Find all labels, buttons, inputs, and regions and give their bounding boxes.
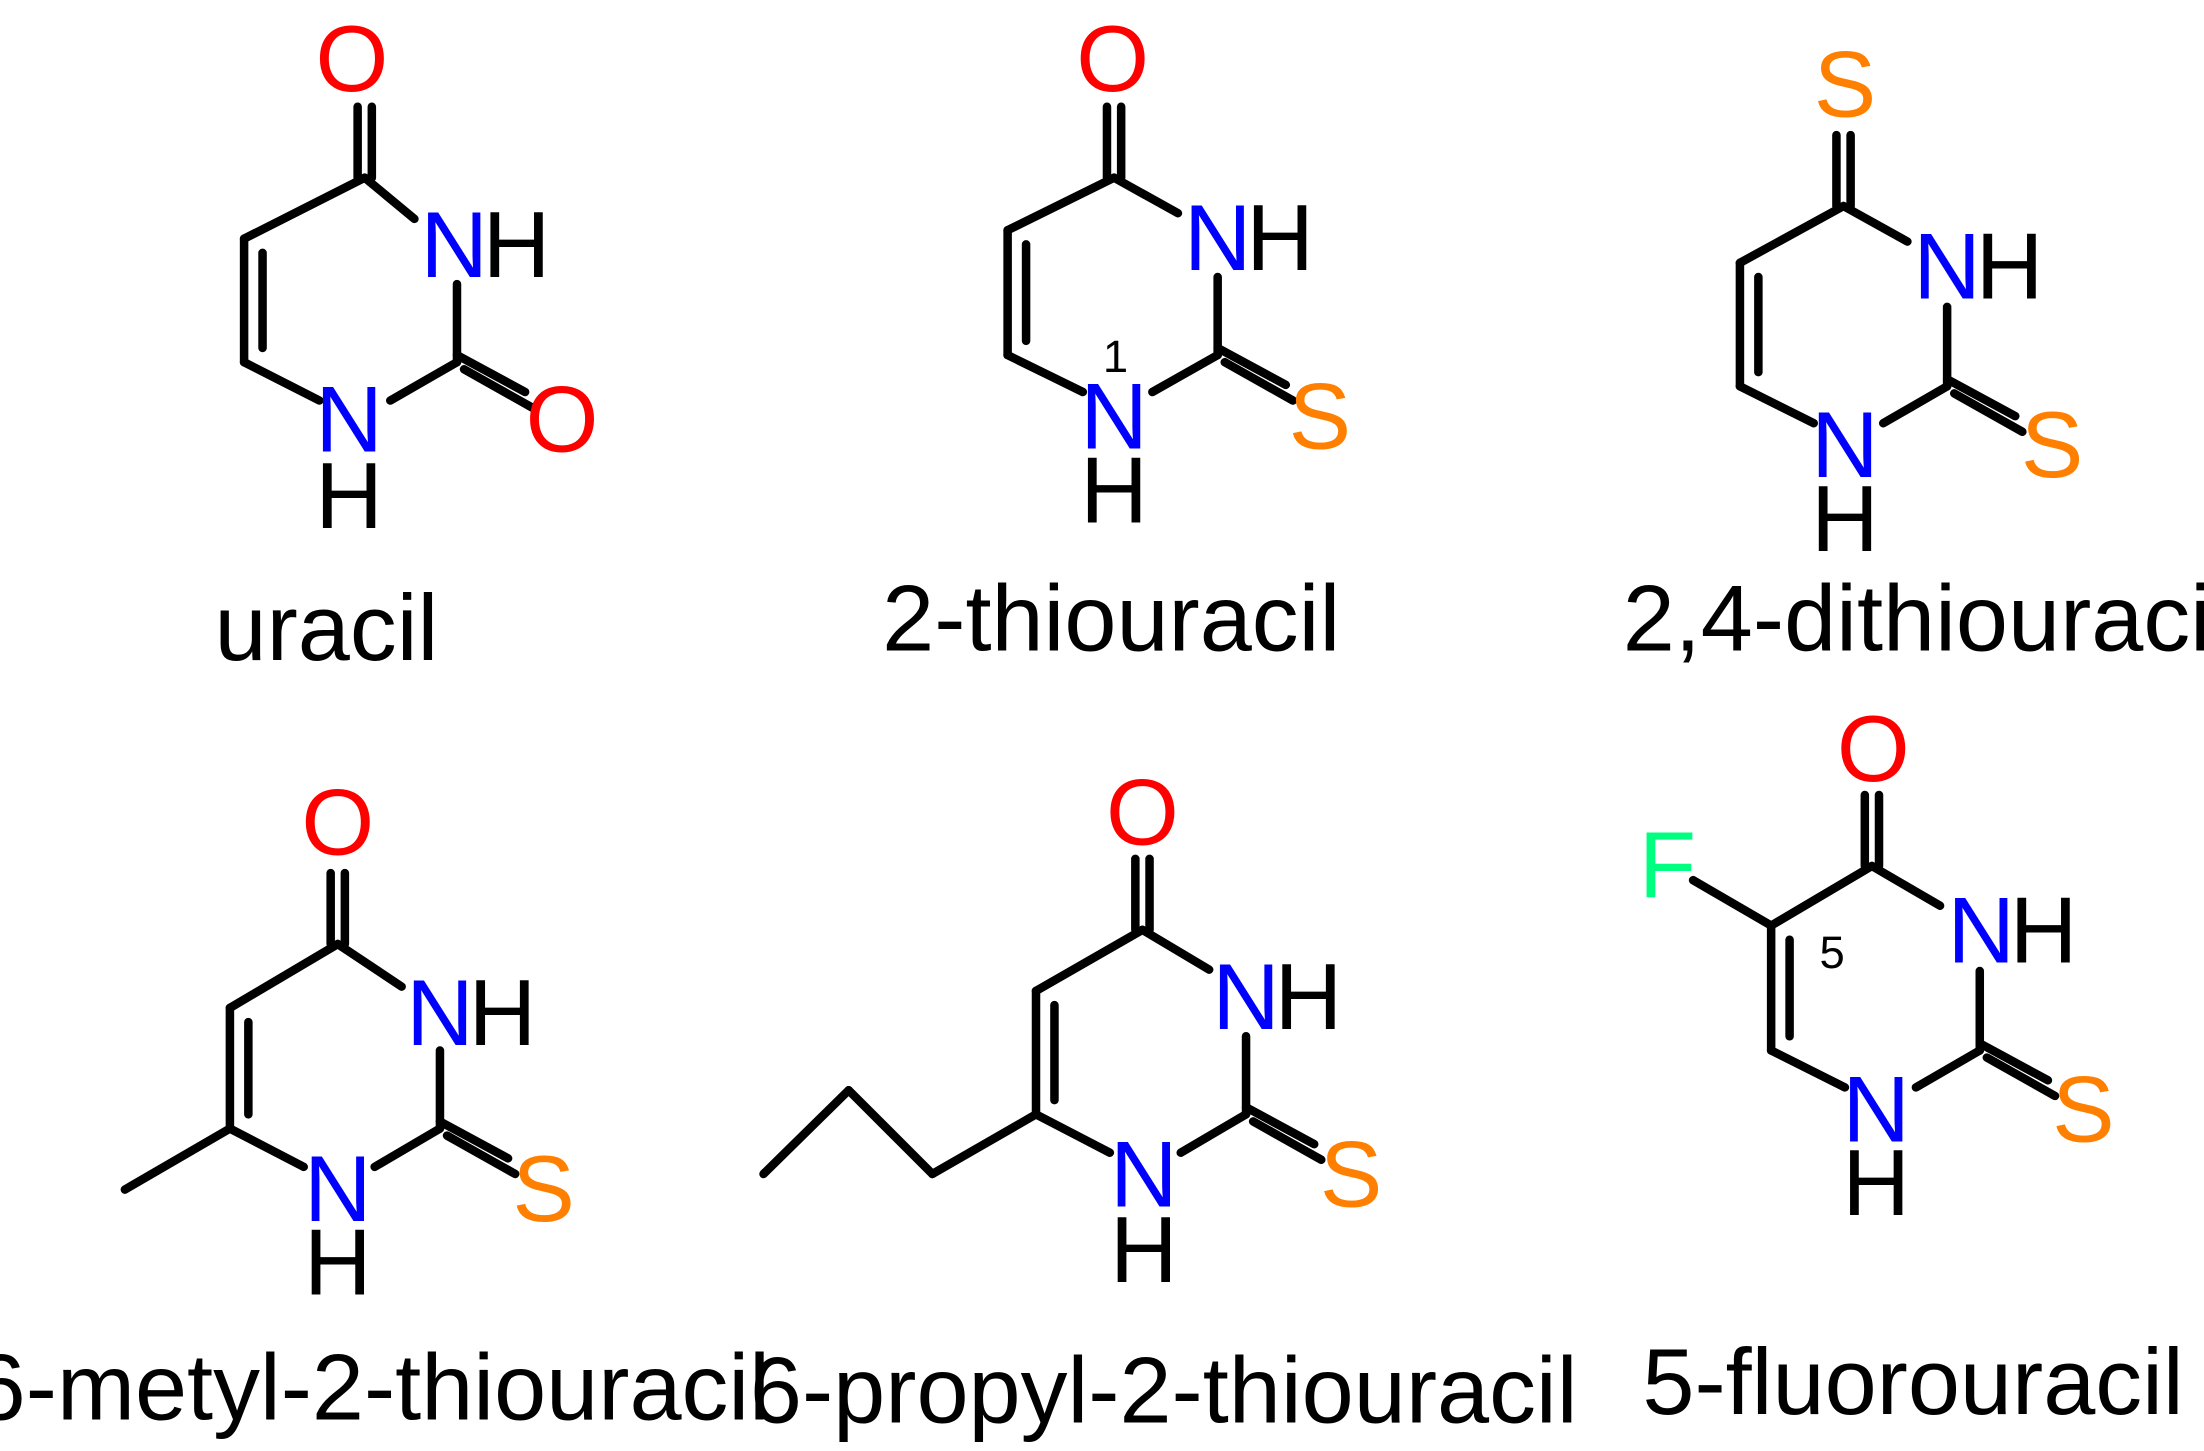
atom-h-2-4-dithiouracil-3: H <box>1976 213 2044 318</box>
atom-o-6-metyl-2-thiouracil-4: O <box>301 770 374 875</box>
atom-o-uracil-4: O <box>316 6 389 111</box>
label-6-metyl-2-thiouracil: 6-metyl-2-thiouracil <box>0 1334 770 1439</box>
molecule-2-4-dithiouracil <box>1735 130 2027 436</box>
atom-f-5-fluorouracil-5: F <box>1639 812 1696 917</box>
atom-h-6-metyl-2-thiouracil-3: H <box>469 960 537 1065</box>
label-6-propyl-2-thiouracil: 6-propyl-2-thiouracil <box>750 1337 1578 1442</box>
atom-o-5-fluorouracil-4: O <box>1837 696 1910 801</box>
atom-o-uracil-2: O <box>526 367 599 472</box>
atom-n-6-propyl-2-thiouracil-3: N <box>1212 944 1280 1049</box>
molecule-2-thiouracil <box>1003 102 1298 405</box>
label-5-fluorouracil: 5-fluorouracil <box>1642 1329 2183 1434</box>
label-2-4-dithiouracil: 2,4-dithiouracil <box>1623 565 2204 670</box>
atom-n-6-propyl-2-thiouracil-1: N <box>1110 1122 1178 1227</box>
atom-s-2-thiouracil-2: S <box>1289 364 1351 469</box>
label-2-thiouracil: 2-thiouracil <box>882 565 1340 670</box>
molecule-5-fluorouracil <box>1688 790 2060 1101</box>
atom-h-6-propyl-2-thiouracil-1: H <box>1110 1197 1178 1302</box>
molecule-6-metyl-2-thiouracil <box>120 868 520 1194</box>
atom-s-6-propyl-2-thiouracil-2: S <box>1320 1122 1382 1227</box>
atom-n-2-thiouracil-1: N <box>1080 364 1148 469</box>
atom-s-6-metyl-2-thiouracil-2: S <box>512 1136 574 1241</box>
locant-1: 1 <box>1103 331 1128 382</box>
atom-h-uracil-3: H <box>483 192 551 297</box>
atom-n-6-metyl-2-thiouracil-1: N <box>304 1136 372 1241</box>
atom-h-6-propyl-2-thiouracil-3: H <box>1275 944 1343 1049</box>
atom-o-2-thiouracil-4: O <box>1076 6 1149 111</box>
atom-h-2-4-dithiouracil-1: H <box>1811 466 1879 571</box>
locant-5: 5 <box>1820 927 1845 978</box>
atom-n-uracil-3: N <box>420 192 488 297</box>
atom-o-6-propyl-2-thiouracil-4: O <box>1106 760 1179 865</box>
atom-h-5-fluorouracil-3: H <box>2010 878 2078 983</box>
atom-h-6-metyl-2-thiouracil-1: H <box>304 1210 372 1315</box>
atom-s-2-4-dithiouracil-4: S <box>1814 32 1876 137</box>
label-uracil: uracil <box>215 575 439 680</box>
atom-n-5-fluorouracil-3: N <box>1947 878 2015 983</box>
atom-h-2-thiouracil-3: H <box>1246 185 1314 290</box>
atom-h-2-thiouracil-1: H <box>1080 438 1148 543</box>
molecule-6-propyl-2-thiouracil <box>759 854 1326 1179</box>
atom-n-2-thiouracil-3: N <box>1184 185 1252 290</box>
atom-n-2-4-dithiouracil-1: N <box>1811 392 1879 497</box>
atom-n-6-metyl-2-thiouracil-3: N <box>406 960 474 1065</box>
atom-n-5-fluorouracil-1: N <box>1842 1056 1910 1161</box>
molecule-uracil <box>239 102 537 412</box>
atom-s-2-4-dithiouracil-2: S <box>2021 392 2083 497</box>
atom-h-5-fluorouracil-1: H <box>1842 1130 1910 1235</box>
atom-s-5-fluorouracil-2: S <box>2052 1056 2114 1161</box>
atom-n-uracil-1: N <box>315 367 383 472</box>
atom-n-2-4-dithiouracil-3: N <box>1913 213 1981 318</box>
atom-h-uracil-1: H <box>315 443 383 548</box>
